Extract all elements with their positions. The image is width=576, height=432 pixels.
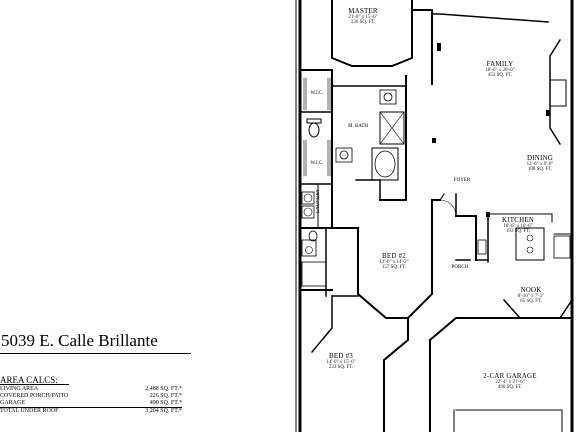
room-nook-area: 65 SQ. FT. <box>520 299 542 304</box>
room-foyer: FOYER <box>453 178 471 183</box>
room-kitchen-dims: 18'-6" x 10'-6" <box>503 224 533 229</box>
room-wic-2: W.I.C. <box>310 161 324 166</box>
room-bed3-area: 223 SQ. FT. <box>328 365 354 370</box>
area-row-total: TOTAL UNDER ROOF 3,204 SQ. FT.* <box>0 407 182 415</box>
room-laundry: LAUNDRY <box>316 188 321 214</box>
room-garage-name: 2-CAR GARAGE <box>483 372 537 380</box>
area-calcs-title: AREA CALCS: <box>0 375 58 385</box>
area-row-value: 226 SQ. FT.* <box>149 393 182 399</box>
room-dining-area: 108 SQ. FT. <box>527 167 553 172</box>
room-bed2-dims: 12'-0" x 14'-2" <box>379 260 409 265</box>
room-kitchen-area: 193 SQ. FT. <box>505 229 531 234</box>
room-family-dims: 18'-6" x 20'-0" <box>485 68 515 73</box>
area-row-living: LIVING AREA 2,488 SQ. FT.* <box>0 386 182 393</box>
area-row-label: LIVING AREA <box>0 386 39 392</box>
room-bed3: BED #3 14'-0" x 15'-0" 223 SQ. FT. <box>312 352 370 371</box>
room-m-bath: M. BATH <box>347 124 368 129</box>
room-dining: DINING 12'-6" x 9'-0" 108 SQ. FT. <box>512 154 568 173</box>
room-master-area: 336 SQ. FT. <box>350 20 376 25</box>
area-row-value: 490 SQ. FT.* <box>149 400 182 406</box>
room-bed3-dims: 14'-0" x 15'-0" <box>326 360 356 365</box>
area-row-label: COVERED PORCH/PATIO <box>0 393 68 399</box>
area-row-garage: GARAGE 490 SQ. FT.* <box>0 400 182 407</box>
room-master: MASTER 21'-8" x 15'-6" 336 SQ. FT. <box>328 7 398 26</box>
room-garage: 2-CAR GARAGE 22'-4" x 21'-6" 490 SQ. FT. <box>470 372 550 391</box>
room-wic-1: W.I.C. <box>310 91 324 96</box>
room-bed2-name: BED #2 <box>382 252 406 260</box>
room-nook-name: NOOK <box>520 286 542 294</box>
room-family-area: 453 SQ. FT. <box>487 73 513 78</box>
room-dining-dims: 12'-6" x 9'-0" <box>526 162 554 167</box>
area-row-porch: COVERED PORCH/PATIO 226 SQ. FT.* <box>0 393 182 400</box>
room-kitchen: KITCHEN 18'-6" x 10'-6" 193 SQ. FT. <box>490 216 546 235</box>
room-kitchen-name: KITCHEN <box>501 216 535 224</box>
room-nook: NOOK 8'-10" x 7'-3" 65 SQ. FT. <box>505 286 557 305</box>
address-underline <box>0 353 191 354</box>
room-dining-name: DINING <box>526 154 554 162</box>
room-master-dims: 21'-8" x 15'-6" <box>348 15 378 20</box>
room-garage-dims: 22'-4" x 21'-6" <box>495 380 525 385</box>
room-garage-area: 490 SQ. FT. <box>497 385 523 390</box>
property-address: 5039 E. Calle Brillante <box>1 331 158 350</box>
area-row-value: 2,488 SQ. FT.* <box>145 386 182 392</box>
room-family: FAMILY 18'-6" x 20'-0" 453 SQ. FT. <box>462 60 538 79</box>
room-nook-dims: 8'-10" x 7'-3" <box>517 294 545 299</box>
area-calcs-table: LIVING AREA 2,488 SQ. FT.* COVERED PORCH… <box>0 386 182 415</box>
area-row-value: 3,204 SQ. FT.* <box>145 408 182 414</box>
room-family-name: FAMILY <box>486 60 514 68</box>
room-bed3-name: BED #3 <box>329 352 353 360</box>
room-bed2-area: 157 SQ. FT. <box>381 265 407 270</box>
area-calcs-underline <box>0 384 69 385</box>
room-bed2: BED #2 12'-0" x 14'-2" 157 SQ. FT. <box>362 252 426 271</box>
room-master-name: MASTER <box>348 7 378 15</box>
area-row-label: TOTAL UNDER ROOF <box>0 408 59 414</box>
room-porch: PORCH <box>451 265 469 270</box>
area-row-label: GARAGE <box>0 400 25 406</box>
